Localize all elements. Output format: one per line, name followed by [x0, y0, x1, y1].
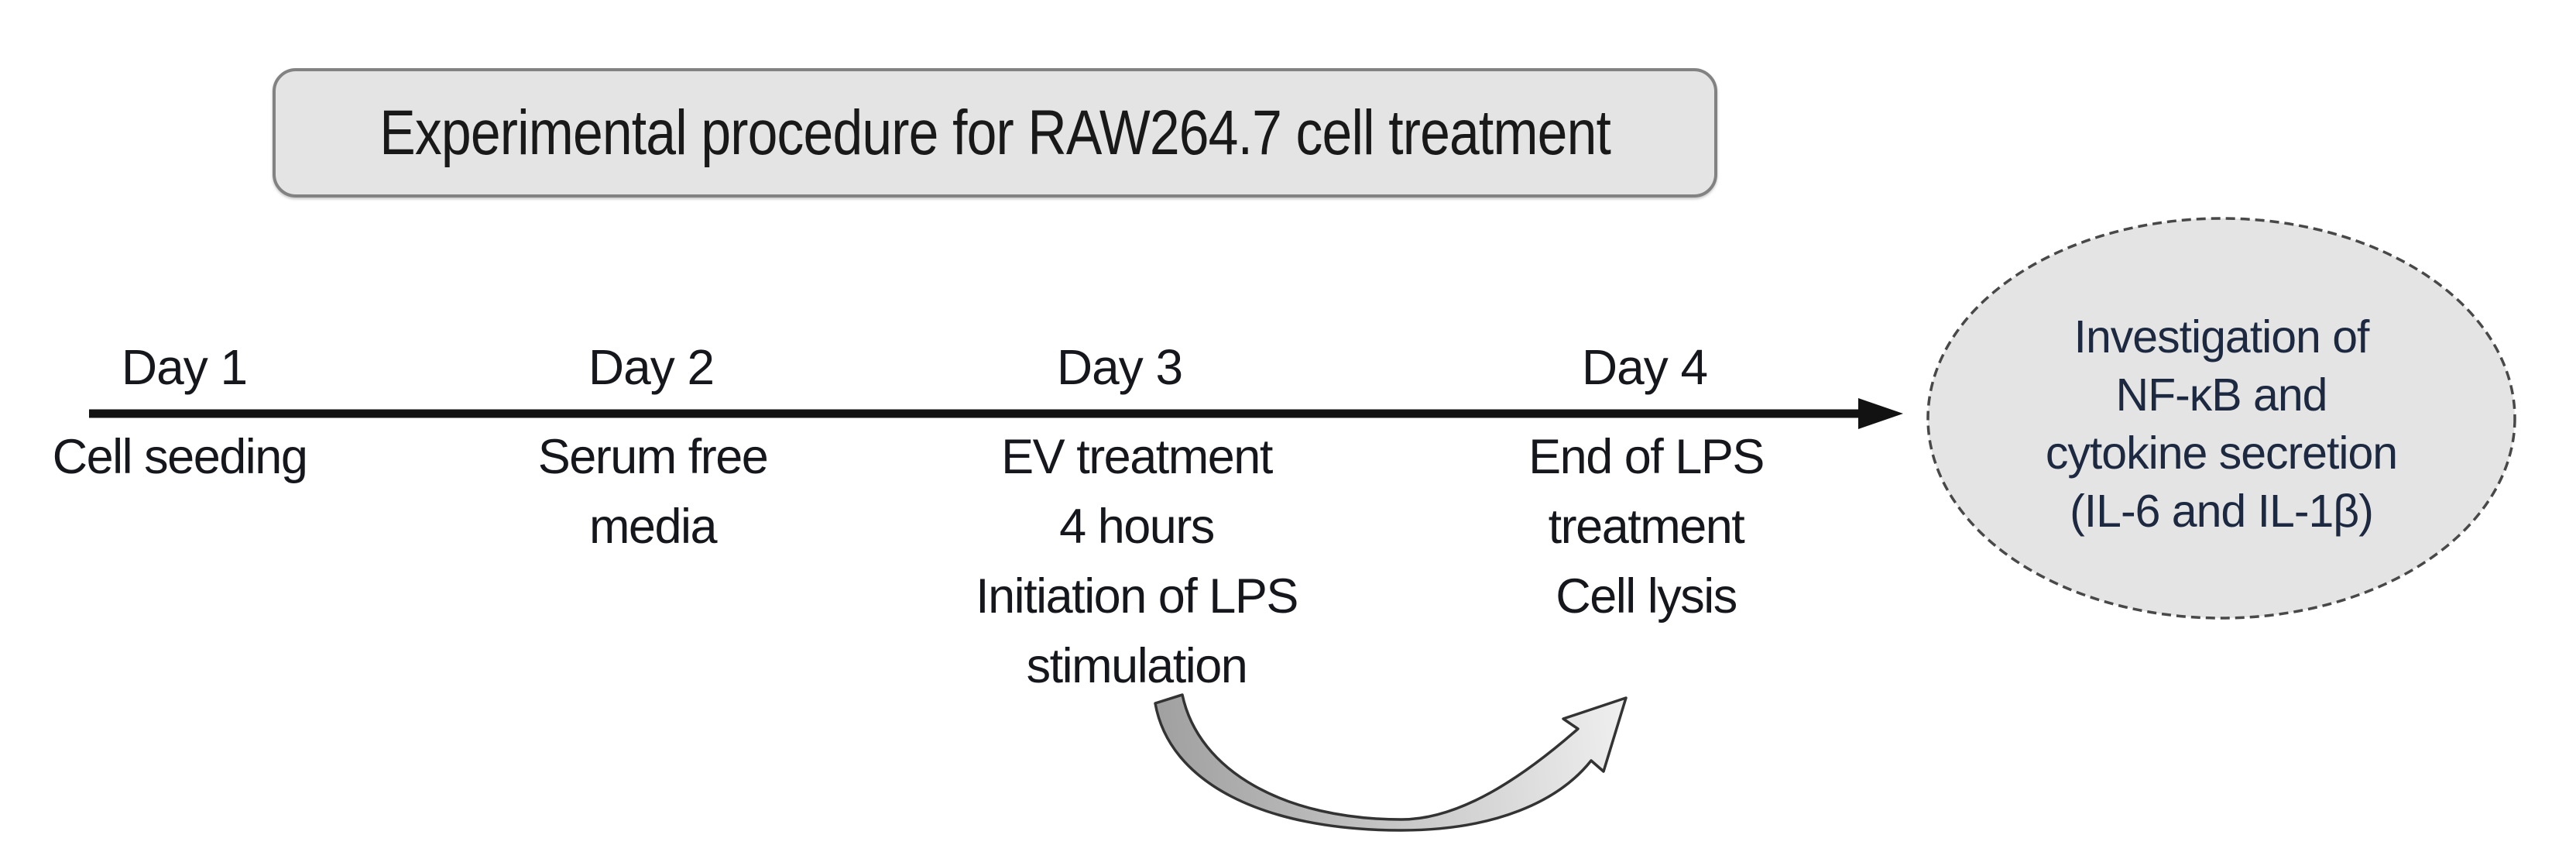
outcome-ellipse-text: Investigation of NF-κB and cytokine secr…	[2045, 308, 2398, 541]
day-note-line: Initiation of LPS	[976, 569, 1298, 624]
day-3-notes: EV treatment 4 hours Initiation of LPS s…	[976, 422, 1298, 701]
day-2-notes: Serum free media	[537, 422, 769, 562]
day-note-line: Cell seeding	[52, 430, 308, 484]
timeline-right-arrow-icon	[89, 398, 1903, 429]
day-label-4: Day 4	[1581, 339, 1708, 395]
day-label-1: Day 1	[121, 339, 248, 395]
outcome-line: Investigation of	[2073, 311, 2370, 362]
day-note-line: media	[588, 500, 718, 554]
day-label-2: Day 2	[588, 339, 715, 395]
outcome-ellipse-shape	[1926, 217, 2516, 620]
day-1-notes: Cell seeding	[52, 422, 308, 492]
day-note-line: Serum free	[537, 430, 769, 484]
day-note-line: End of LPS	[1528, 430, 1765, 484]
day-note-line: Cell lysis	[1556, 569, 1737, 624]
page-title: Experimental procedure for RAW264.7 cell…	[379, 97, 1611, 168]
outcome-line: NF-κB and	[2115, 369, 2328, 421]
curved-up-right-arrow-icon	[1154, 693, 1628, 832]
outcome-line: cytokine secretion	[2045, 428, 2398, 479]
day-note-line: 4 hours	[1059, 500, 1215, 554]
day-note-line: treatment	[1548, 500, 1745, 554]
title-box: Experimental procedure for RAW264.7 cell…	[273, 68, 1717, 198]
outcome-line: (IL-6 and IL-1β)	[2070, 486, 2374, 537]
day-4-notes: End of LPS treatment Cell lysis	[1528, 422, 1765, 631]
day-label-3: Day 3	[1056, 339, 1183, 395]
day-note-line: EV treatment	[1001, 430, 1273, 484]
day-note-line: stimulation	[1026, 639, 1248, 693]
